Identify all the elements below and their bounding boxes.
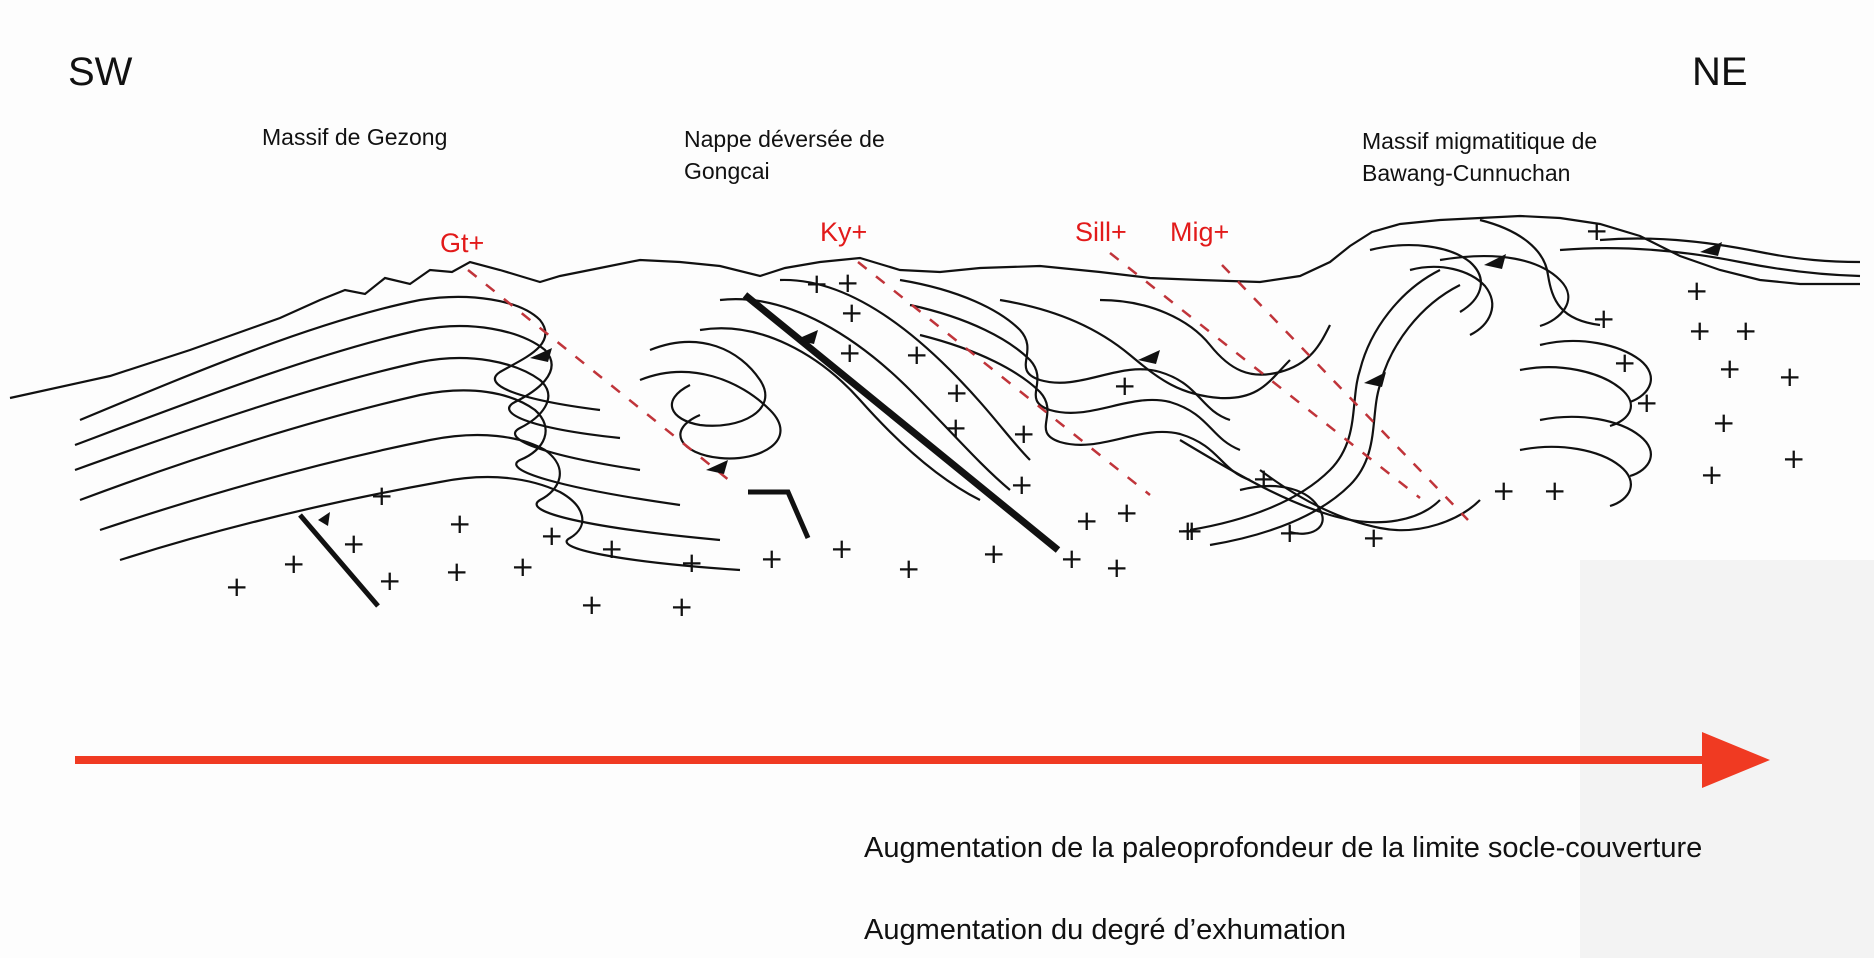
basement-cross: + [905, 338, 928, 371]
basement-cross: + [805, 267, 828, 300]
basement-cross: + [1075, 504, 1098, 537]
basement-cross: + [945, 376, 968, 409]
basement-cross: + [1700, 458, 1723, 491]
fault-main-thrust [742, 292, 1061, 553]
folded-layers-gezong [74, 295, 741, 572]
basement-cross: + [378, 564, 401, 597]
basement-cross: + [1635, 386, 1658, 419]
basement-cross: + [1012, 417, 1035, 450]
basement-cross: + [1492, 474, 1515, 507]
basement-cross: + [1278, 516, 1301, 549]
basement-cross: + [1778, 360, 1801, 393]
basement-cross: + [1060, 542, 1083, 575]
basement-cross: + [1362, 521, 1385, 554]
unit-label-gezong: Massif de Gezong [262, 124, 447, 150]
fault-small-thrust [748, 489, 811, 539]
caption-exhumation: Augmentation du degré d’exhumation [864, 914, 1346, 946]
folded-layers-bawang [899, 218, 1861, 547]
fault-secondary [298, 513, 380, 608]
caption-depth: Augmentation de la paleoprofondeur de la… [864, 832, 1702, 864]
unit-label-gongcai-line2: Gongcai [684, 158, 770, 184]
isograd-label-mig: Mig+ [1170, 217, 1229, 247]
basement-cross: + [1585, 214, 1608, 247]
arrowhead-icon [530, 348, 552, 362]
isograd-ky [857, 261, 1151, 496]
isograd-label-gt: Gt+ [440, 228, 484, 258]
basement-cross: + [838, 336, 861, 369]
isograd-gt [467, 269, 736, 486]
isograd-label-ky: Ky+ [820, 217, 867, 247]
basement-cross: + [1685, 274, 1708, 307]
unit-label-gongcai-line1: Nappe déversée de [684, 126, 885, 152]
basement-cross: + [1180, 514, 1203, 547]
basement-cross: + [1115, 496, 1138, 529]
basement-cross: + [1105, 551, 1128, 584]
basement-cross: + [760, 542, 783, 575]
arrowhead-icon [795, 330, 818, 344]
basement-cross: + [1252, 462, 1275, 495]
basement-cross: + [1543, 474, 1566, 507]
basement-cross: + [670, 590, 693, 623]
faults [298, 292, 1061, 608]
basement-cross: + [225, 570, 248, 603]
basement-cross: + [282, 547, 305, 580]
unit-label-bawang-line1: Massif migmatitique de [1362, 128, 1597, 154]
isograd-label-sill: Sill+ [1075, 217, 1127, 247]
basement-cross: + [1734, 314, 1757, 347]
basement-cross: + [1010, 468, 1033, 501]
basement-cross: + [836, 266, 859, 299]
arrowhead-icon [1138, 350, 1160, 364]
shear-sense-arrows [318, 242, 1722, 526]
basement-cross: + [944, 411, 967, 444]
basement-cross: + [830, 532, 853, 565]
basement-cross: + [580, 588, 603, 621]
basement-cross: + [1592, 302, 1615, 335]
isograds [467, 252, 1469, 521]
direction-label-ne: NE [1692, 50, 1748, 94]
direction-label-sw: SW [68, 50, 133, 94]
basement-cross: + [897, 552, 920, 585]
basement-cross: + [342, 527, 365, 560]
arrowhead-icon [1484, 254, 1506, 269]
basement-cross: + [1176, 514, 1199, 547]
basement-cross: + [370, 479, 393, 512]
basement-cross: + [511, 550, 534, 583]
basement-cross: + [1613, 346, 1636, 379]
basement-cross: + [680, 546, 703, 579]
basement-crosses: + + + + + + + + + + + + + + + + + + + + … [225, 214, 1805, 623]
basement-cross: + [1718, 352, 1741, 385]
basement-cross: + [982, 537, 1005, 570]
arrowhead-icon [706, 460, 728, 474]
basement-cross: + [1712, 406, 1735, 439]
basement-cross: + [448, 507, 471, 540]
basement-cross: + [1113, 369, 1136, 402]
topographic-profile [9, 214, 1860, 400]
unit-label-bawang-line2: Bawang-Cunnuchan [1362, 160, 1570, 186]
isograd-sill [1109, 252, 1421, 499]
gradient-arrow-head-icon [1702, 732, 1770, 788]
gradient-arrow [75, 732, 1770, 788]
arrowhead-icon [318, 512, 330, 526]
arrowhead-icon [1364, 372, 1386, 387]
basement-cross: + [445, 555, 468, 588]
basement-cross: + [600, 532, 623, 565]
basement-cross: + [840, 296, 863, 329]
basement-cross: + [1782, 442, 1805, 475]
arrowhead-icon [1700, 242, 1722, 256]
basement-cross: + [540, 519, 563, 552]
gradient-arrow-shaft [75, 756, 1715, 764]
basement-cross: + [1688, 314, 1711, 347]
